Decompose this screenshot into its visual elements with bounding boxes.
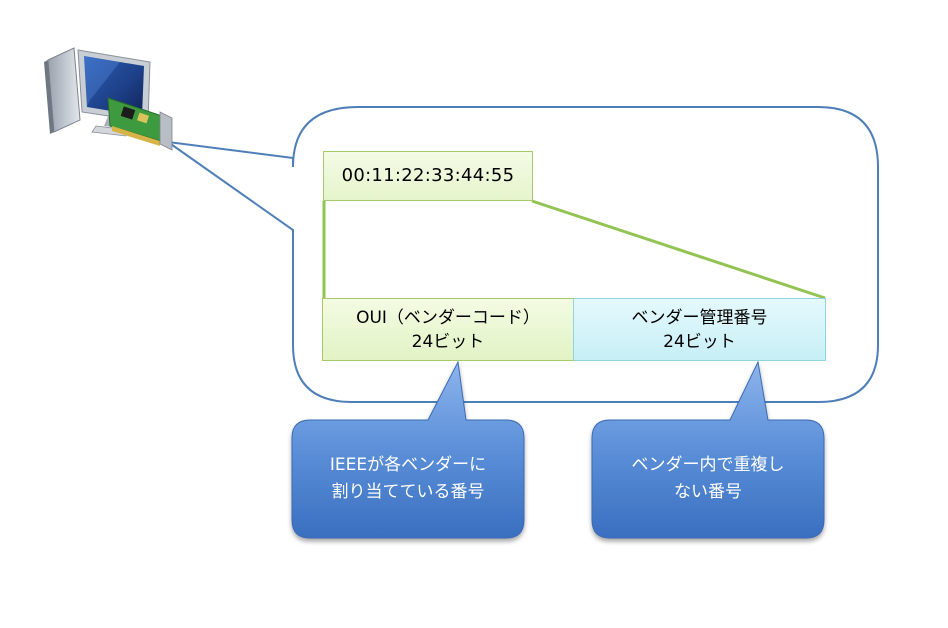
- callout-bubble-oui: [291, 360, 525, 539]
- oui-field-box: OUI（ベンダーコード） 24ビット: [322, 298, 574, 361]
- callout-bubble-vendor: [591, 360, 825, 539]
- oui-field-bits: 24ビット: [411, 331, 485, 352]
- callout-vendor-line1: ベンダー内で重複し: [631, 455, 785, 475]
- mac-address-box: 00:11:22:33:44:55: [323, 151, 533, 201]
- expand-line-right: [531, 199, 826, 300]
- vendor-field-name: ベンダー管理番号: [631, 307, 768, 328]
- callout-vendor-text: ベンダー内で重複し ない番号: [592, 420, 824, 538]
- callout-oui-line1: IEEEが各ベンダーに: [329, 455, 487, 475]
- callout-oui-text: IEEEが各ベンダーに 割り当てている番号: [292, 420, 524, 538]
- callout-vendor-line2: ない番号: [674, 482, 742, 502]
- computer-with-nic-icon: [44, 47, 173, 151]
- callout-oui-line2: 割り当てている番号: [331, 482, 485, 502]
- oui-field-name: OUI（ベンダーコード）: [356, 307, 540, 328]
- vendor-field-box: ベンダー管理番号 24ビット: [573, 298, 826, 361]
- speech-bubble: [167, 106, 879, 403]
- vendor-field-bits: 24ビット: [663, 331, 736, 352]
- mac-address-value: 00:11:22:33:44:55: [341, 165, 515, 186]
